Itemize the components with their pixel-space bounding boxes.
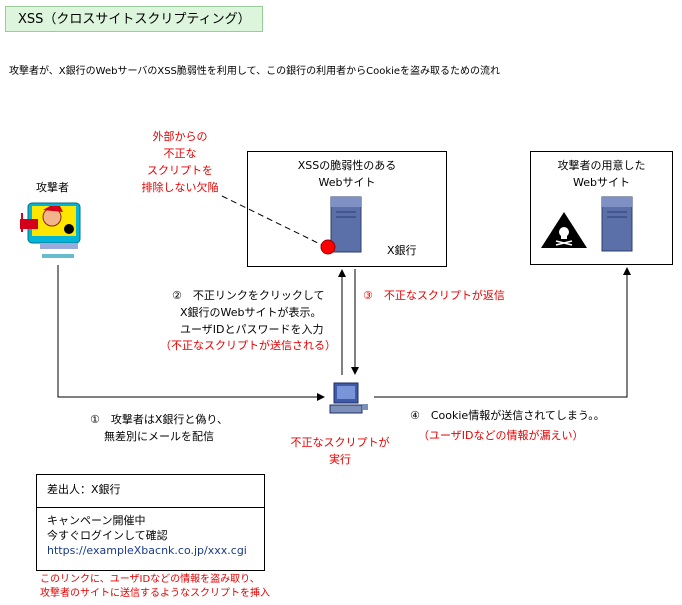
email-divider — [37, 507, 264, 508]
email-body-line-1: キャンペーン開催中 — [47, 514, 146, 527]
attacker-icon — [20, 202, 81, 258]
vulnerable-site-title-line-1: XSSの脆弱性のある — [297, 159, 397, 172]
step4-note: （ユーザIDなどの情報が漏えい） — [418, 429, 584, 442]
email-body-line-2: 今すぐログインして確認 — [47, 529, 168, 542]
step1-line-1: ① 攻撃者はX銀行と偽り、 — [90, 413, 228, 426]
flaw-note: 外部からの 不正な スクリプトを 排除しない欠陥 — [128, 128, 232, 196]
step4-text: ④ Cookie情報が送信されてしまう。。 — [410, 409, 605, 422]
pc-note: 不正なスクリプトが 実行 — [285, 434, 395, 468]
skull-warning-icon — [541, 212, 587, 248]
diagram-title: XSS（クロスサイトスクリプティング） — [5, 6, 263, 32]
pc-note-line-2: 実行 — [329, 453, 351, 466]
vulnerable-site-title: XSSの脆弱性のある Webサイト — [248, 157, 446, 191]
flaw-note-line-2: 不正な — [163, 147, 197, 160]
vulnerable-site-title-line-2: Webサイト — [318, 176, 376, 189]
step1-text: ① 攻撃者はX銀行と偽り、 無差別にメールを配信 — [90, 411, 228, 445]
diagram-subtitle: 攻撃者が、X銀行のWebサーバのXSS脆弱性を利用して、この銀行の利用者からCo… — [9, 66, 501, 77]
step2-note: （不正なスクリプトが送信される） — [160, 339, 336, 352]
email-sender: 差出人：X銀行 — [47, 483, 121, 496]
bank-label: X銀行 — [387, 244, 417, 257]
vulnerable-site-box: XSSの脆弱性のある Webサイト X銀行 — [247, 151, 447, 267]
email-link[interactable]: https://exampleXbacnk.co.jp/xxx.cgi — [47, 544, 247, 557]
email-note-line-1: このリンクに、ユーザIDなどの情報を盗み取り、 — [40, 574, 260, 585]
email-note: このリンクに、ユーザIDなどの情報を盗み取り、 攻撃者のサイトに送信するようなス… — [40, 573, 270, 601]
user-pc-icon — [329, 382, 368, 414]
vulnerable-server-icon — [330, 196, 362, 253]
step2-line-1: ② 不正リンクをクリックして — [172, 289, 325, 302]
arrow-step4 — [374, 267, 631, 398]
step2-line-3: ユーザIDとパスワードを入力 — [180, 323, 324, 336]
attacker-site-title-line-1: 攻撃者の用意した — [557, 159, 646, 172]
step1-line-2: 無差別にメールを配信 — [104, 430, 214, 443]
step2-line-2: X銀行のWebサイトが表示。 — [180, 306, 322, 319]
email-note-line-2: 攻撃者のサイトに送信するようなスクリプトを挿入 — [40, 588, 270, 599]
vulnerability-dot — [320, 239, 336, 255]
attacker-site-title-line-2: Webサイト — [573, 176, 630, 189]
step2-text: ② 不正リンクをクリックして X銀行のWebサイトが表示。 ユーザIDとパスワー… — [172, 287, 325, 338]
flaw-dashed-line — [221, 195, 323, 246]
arrow-step1 — [57, 265, 325, 401]
flaw-note-line-1: 外部からの — [152, 130, 208, 143]
attacker-label: 攻撃者 — [36, 181, 69, 194]
attacker-server-icon — [601, 196, 633, 252]
email-body: キャンペーン開催中 今すぐログインして確認 https://exampleXba… — [47, 513, 247, 558]
step3-text: ③ 不正なスクリプトが返信 — [363, 289, 505, 302]
flaw-note-line-4: 排除しない欠陥 — [141, 181, 219, 194]
pc-note-line-1: 不正なスクリプトが — [290, 436, 390, 449]
flaw-note-line-3: スクリプトを — [147, 164, 213, 177]
attacker-site-title: 攻撃者の用意した Webサイト — [531, 157, 672, 191]
email-box: 差出人：X銀行 キャンペーン開催中 今すぐログインして確認 https://ex… — [36, 474, 265, 571]
